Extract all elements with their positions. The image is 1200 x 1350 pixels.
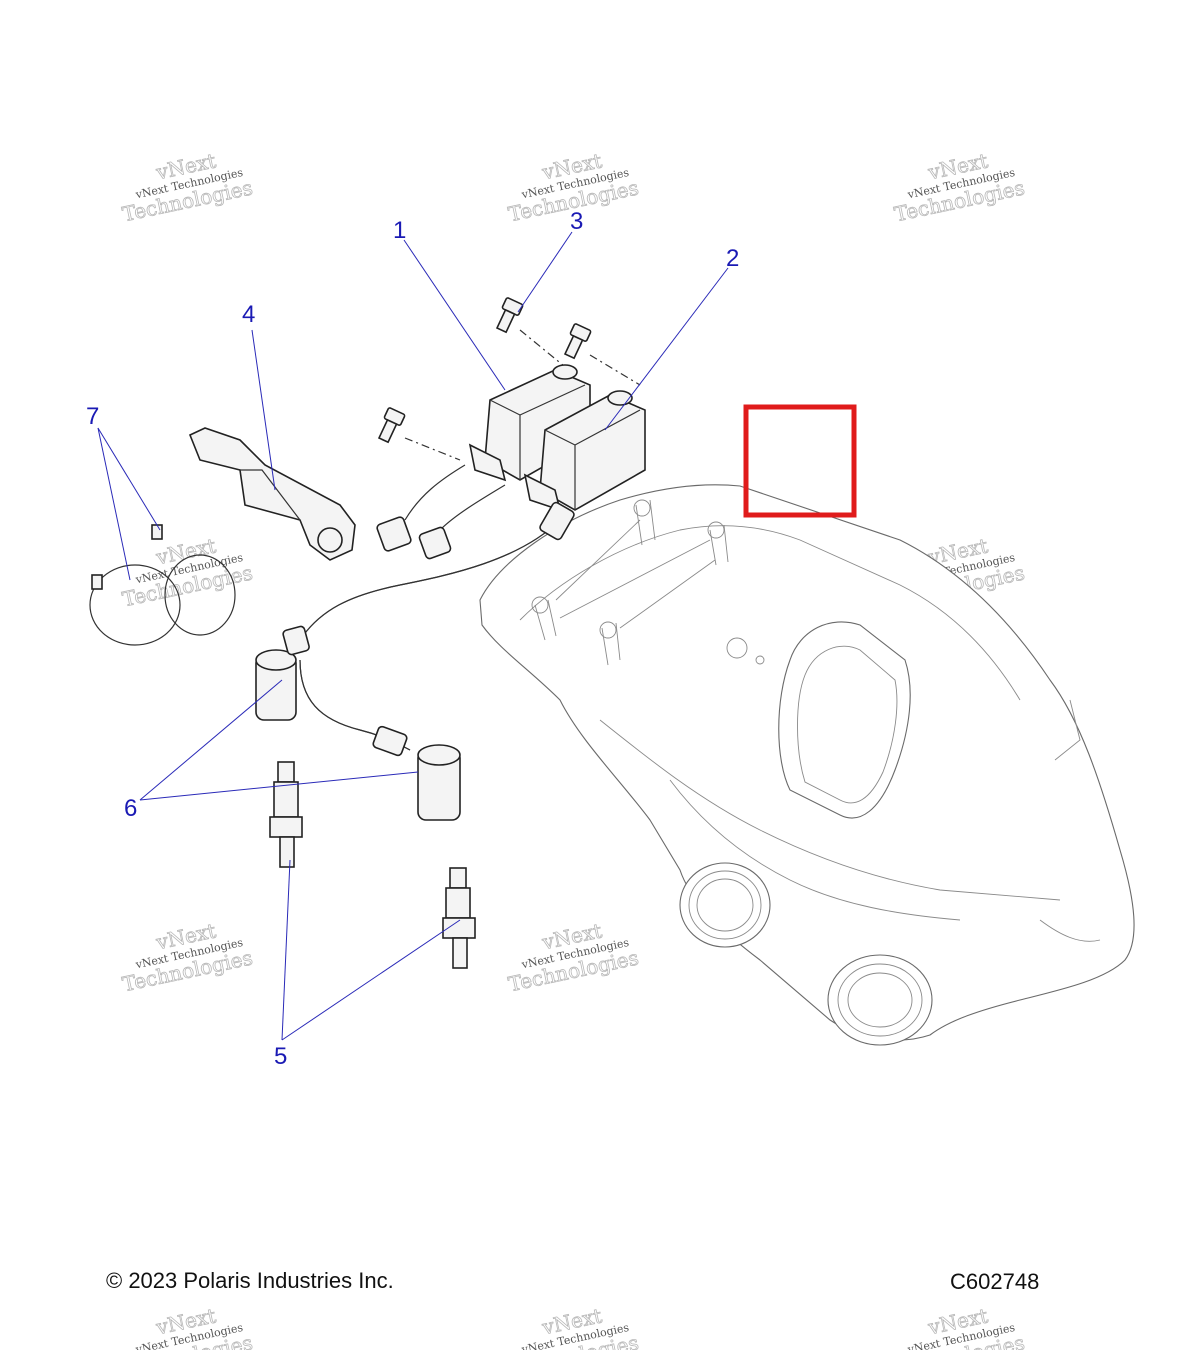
callout-4: 4 <box>242 301 255 328</box>
bracket-part <box>188 427 356 561</box>
airbox-housing <box>479 484 1135 1046</box>
spark-plugs <box>269 761 476 969</box>
callout-1: 1 <box>393 217 406 244</box>
callout-6: 6 <box>124 795 137 822</box>
ignition-coil-2 <box>523 390 646 512</box>
wiring-harness <box>299 464 575 751</box>
callout-labels: 1 2 3 4 5 6 7 <box>86 208 739 1070</box>
callout-5: 5 <box>274 1043 287 1070</box>
copyright-text: © 2023 Polaris Industries Inc. <box>106 1268 394 1293</box>
callout-7: 7 <box>86 403 99 430</box>
callout-2: 2 <box>726 245 739 272</box>
bolt-parts <box>377 297 641 461</box>
leader-lines <box>97 231 729 1041</box>
figure-code: C602748 <box>950 1269 1040 1294</box>
callout-3: 3 <box>570 208 583 235</box>
spark-plug-boots <box>255 625 461 821</box>
highlight-box <box>743 404 857 518</box>
cable-ties <box>89 524 236 646</box>
